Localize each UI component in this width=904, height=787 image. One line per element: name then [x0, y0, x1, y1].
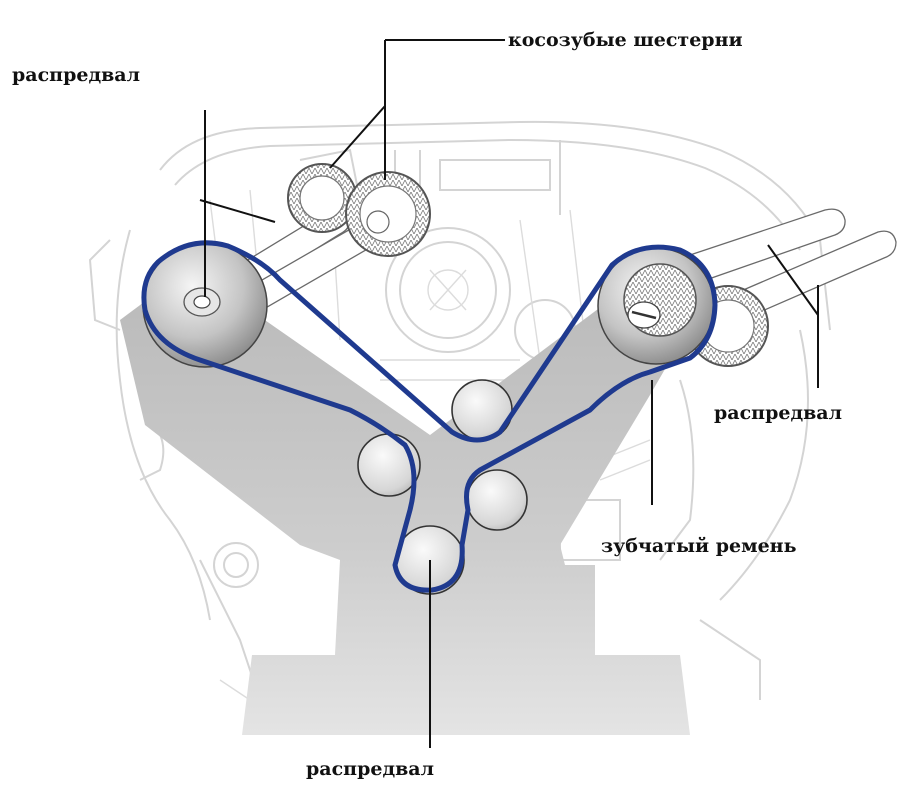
idler-pulley-right	[467, 470, 527, 530]
right-camshaft-pulley	[598, 248, 714, 364]
label-helical-gears: косозубые шестерни	[508, 31, 743, 50]
label-toothed-belt: зубчатый ремень	[601, 537, 796, 556]
label-camshaft-top-left: распредвал	[12, 66, 140, 85]
label-camshaft-right: распредвал	[714, 404, 842, 423]
label-camshaft-bottom: распредвал	[306, 760, 434, 779]
